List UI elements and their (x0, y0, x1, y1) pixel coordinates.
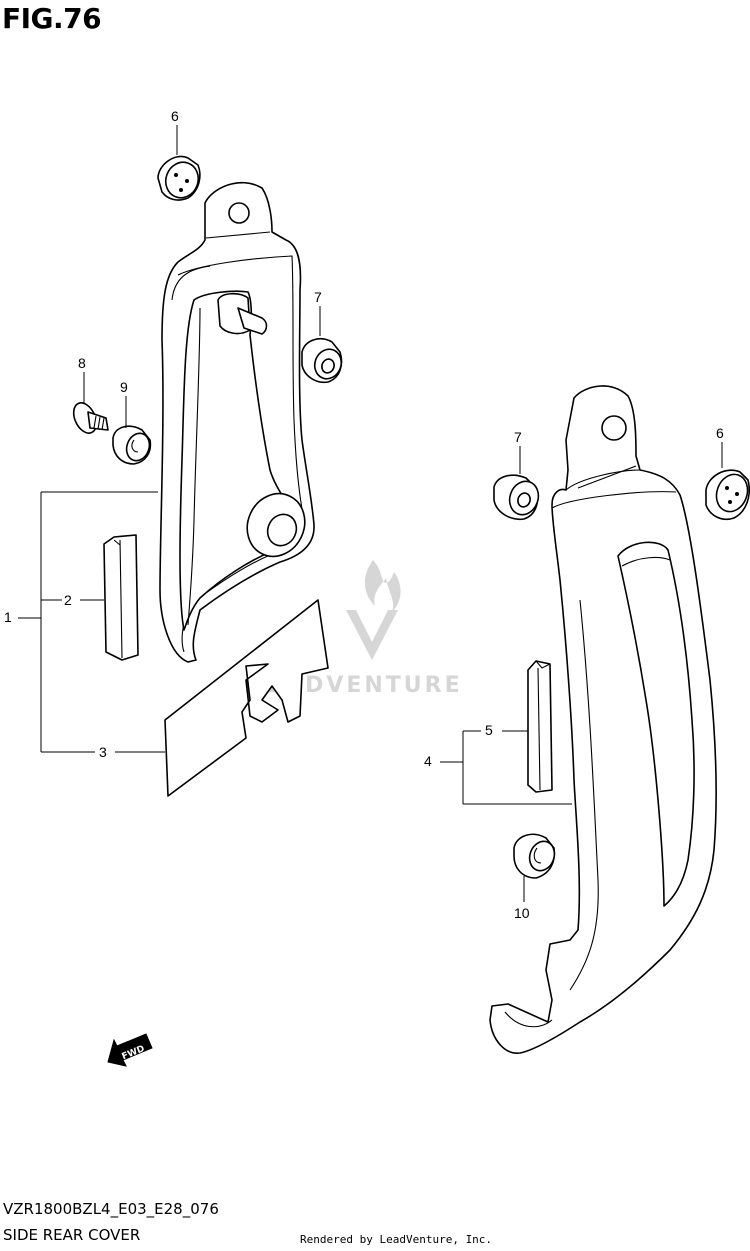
part-5-strip[interactable] (527, 660, 553, 793)
model-code: VZR1800BZL4_E03_E28_076 (3, 1200, 219, 1218)
callout-6-left: 6 (171, 108, 179, 124)
section-title: SIDE REAR COVER (3, 1226, 141, 1244)
callout-4: 4 (424, 753, 432, 769)
part-7-grommet-left[interactable] (301, 338, 345, 384)
part-7-grommet-right[interactable] (493, 474, 543, 521)
figure-title: FIG.76 (2, 2, 102, 35)
callout-2: 2 (64, 592, 72, 608)
part-4-side-rear-cover-right[interactable] (489, 385, 717, 1054)
callout-10: 10 (514, 905, 530, 921)
callout-7-right: 7 (514, 429, 522, 445)
part-8-bolt[interactable] (69, 399, 109, 436)
part-3-plate[interactable] (164, 599, 329, 797)
part-9-cushion[interactable] (112, 425, 153, 465)
callout-3: 3 (99, 744, 107, 760)
part-6-grommet-left[interactable] (157, 155, 203, 202)
watermark-v-logo-icon (346, 610, 398, 660)
part-1-side-rear-cover-left[interactable] (159, 181, 315, 663)
callout-6-right: 6 (716, 425, 724, 441)
fwd-arrow-icon: FWD (107, 1033, 153, 1067)
callout-1: 1 (4, 609, 12, 625)
callout-bracket-1 (18, 491, 165, 753)
part-2-strip[interactable] (103, 534, 139, 661)
part-10-cushion[interactable] (513, 833, 558, 879)
watermark-flame-icon (364, 560, 401, 612)
callout-5: 5 (485, 722, 493, 738)
rendered-by-credit: Rendered by LeadVenture, Inc. (300, 1233, 493, 1246)
callout-9: 9 (120, 379, 128, 395)
callout-8: 8 (78, 355, 86, 371)
part-6-grommet-right[interactable] (705, 469, 750, 521)
callout-7-left: 7 (314, 289, 322, 305)
callout-bracket-4 (440, 730, 572, 805)
